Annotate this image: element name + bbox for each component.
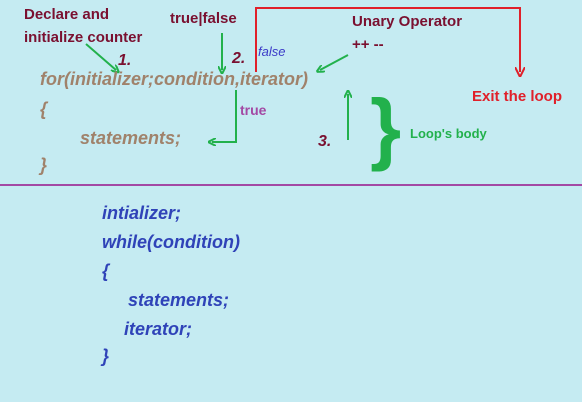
true-label: true xyxy=(240,102,267,118)
for-loop-open-brace: { xyxy=(40,99,48,119)
while-statements: statements; xyxy=(128,290,230,310)
while-close-brace: } xyxy=(102,346,110,366)
step-2-label: 2. xyxy=(232,50,246,67)
while-init: intializer; xyxy=(102,203,182,223)
true-path-arrow xyxy=(212,90,237,142)
initializer-arrow xyxy=(85,43,116,70)
loop-body-label: Loop's body xyxy=(410,126,487,141)
step-3-label: 3. xyxy=(318,133,332,150)
exit-loop-line xyxy=(255,7,520,72)
for-loop-header: for(initializer;condition,iterator) xyxy=(40,69,308,89)
unary-symbols: ++ -- xyxy=(352,36,384,53)
loop-body-brace: } xyxy=(370,83,402,172)
while-iterator: iterator; xyxy=(124,319,193,339)
while-header: while(condition) xyxy=(102,232,240,252)
true-false-label: true|false xyxy=(170,10,237,27)
declare-label-line2: initialize counter xyxy=(24,29,143,46)
while-open-brace: { xyxy=(102,261,110,281)
unary-operator-label: Unary Operator xyxy=(352,13,463,30)
iterator-arrow xyxy=(320,54,349,70)
step-1-label: 1. xyxy=(118,52,132,69)
for-loop-statements: statements; xyxy=(80,128,182,148)
declare-label-line1: Declare and xyxy=(24,6,110,23)
exit-loop-label: Exit the loop xyxy=(472,88,562,105)
false-label: false xyxy=(258,44,286,59)
for-loop-close-brace: } xyxy=(40,155,48,175)
